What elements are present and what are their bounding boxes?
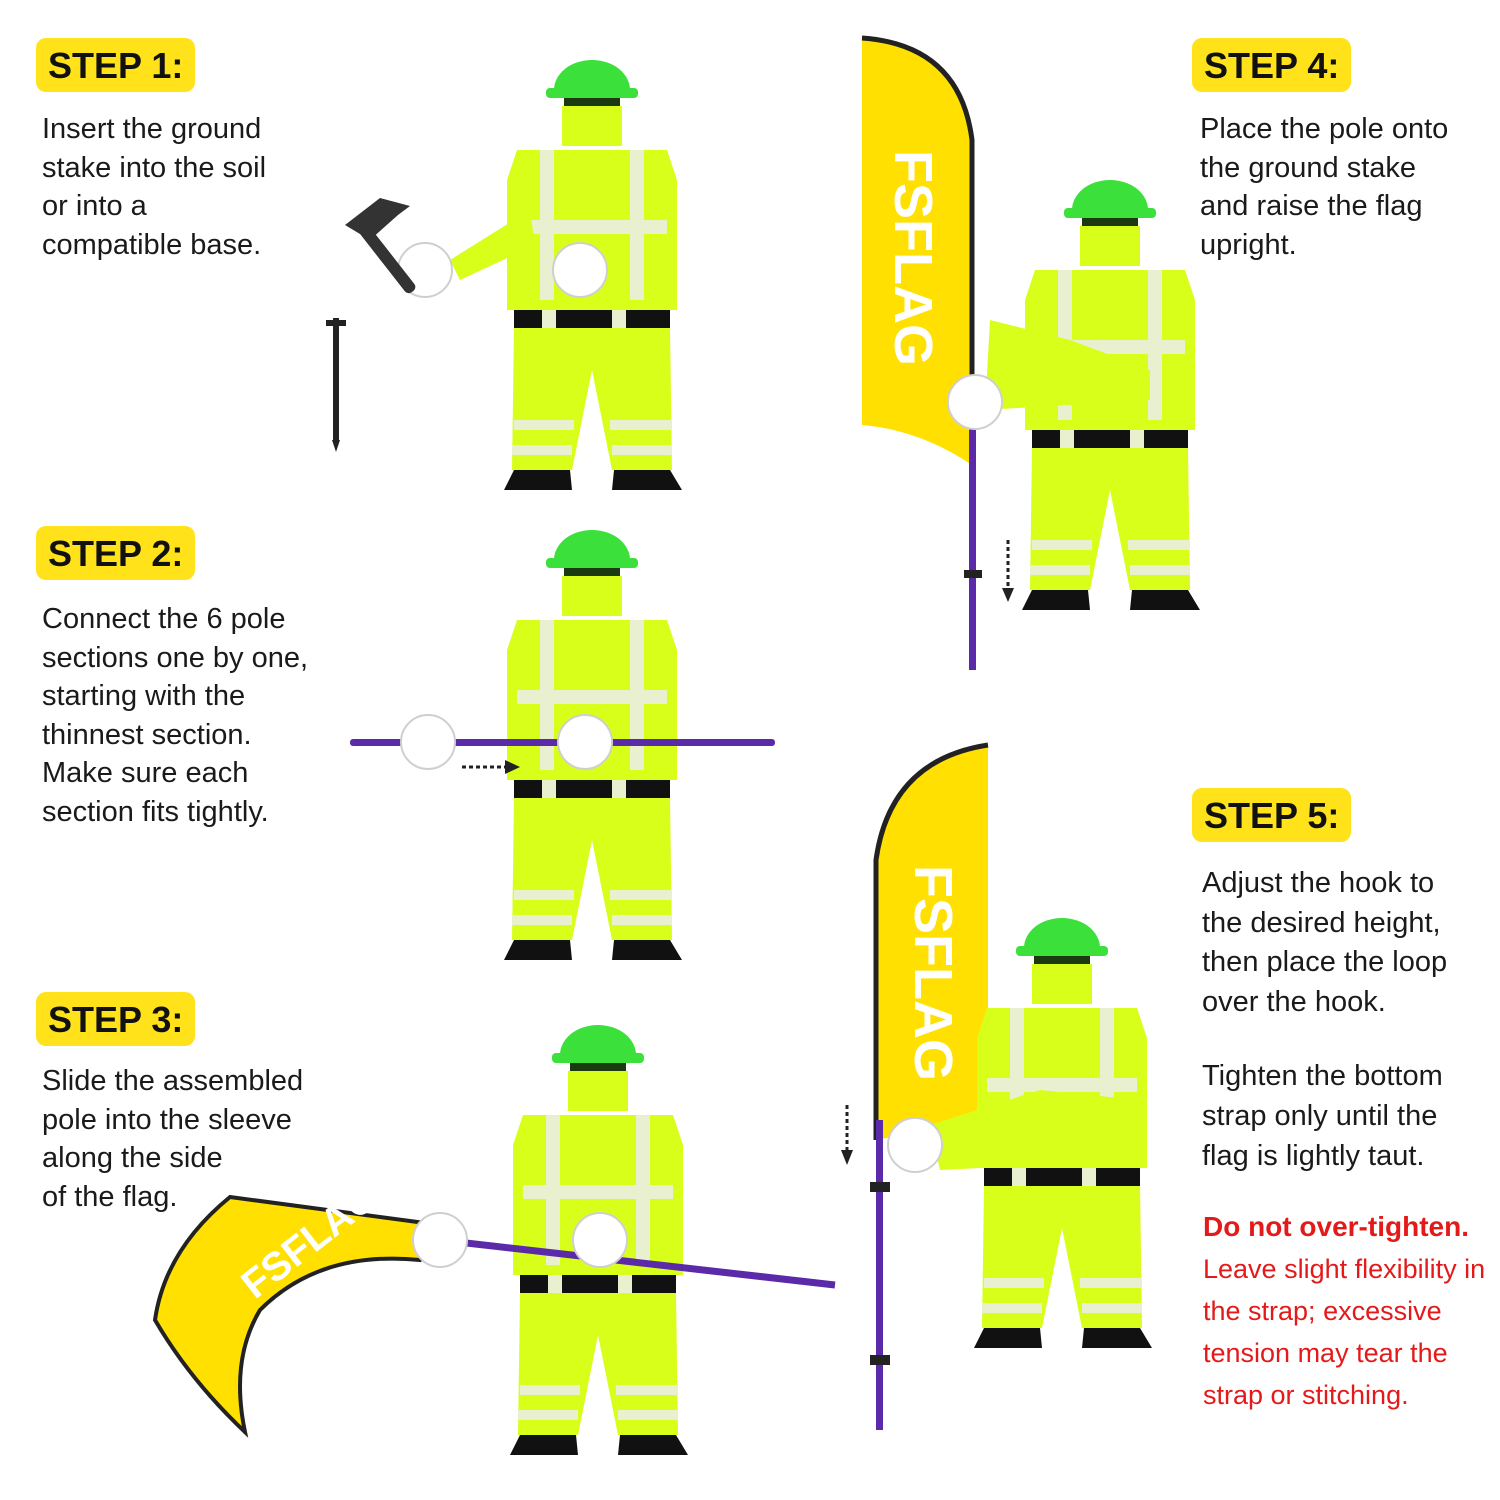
warning-line: Leave slight flexibility in: [1203, 1254, 1486, 1284]
step2-line: Make sure each: [42, 757, 249, 789]
step3-line: along the side: [42, 1142, 223, 1174]
warning-line: strap or stitching.: [1203, 1380, 1409, 1410]
step3-badge: STEP 3:: [36, 992, 196, 1046]
step5-warning: Do not over-tighten. Leave slight flexib…: [1203, 1206, 1485, 1416]
step5-line: flag is lightly taut.: [1202, 1140, 1425, 1172]
step3-line: of the flag.: [42, 1180, 178, 1213]
step5-instructions-tighten: Tighten the bottom strap only until the …: [1202, 1056, 1443, 1176]
step4-instructions: Place the pole onto the ground stake and…: [1200, 110, 1448, 264]
step4-line: the ground stake: [1200, 151, 1417, 184]
step2-line: thinnest section.: [42, 718, 252, 751]
step2-line: Connect the 6 pole: [42, 603, 286, 635]
step1-worker: [397, 60, 682, 490]
step5-flag-logo: FSFLAG: [903, 865, 963, 1081]
step5-badge: STEP 5:: [1192, 788, 1352, 842]
step1-line: or into a: [42, 190, 147, 222]
step3-line: Slide the assembled: [42, 1065, 304, 1097]
step2-badge: STEP 2:: [36, 526, 196, 580]
step2-worker: [350, 530, 775, 960]
step3-line: pole into the sleeve: [42, 1103, 292, 1136]
step4-flag-logo: FSFLAG: [883, 150, 943, 366]
step5-line: over the hook.: [1202, 985, 1386, 1018]
step1-line: compatible base.: [42, 228, 262, 261]
arrow-down-icon: [841, 1150, 853, 1165]
step1-line: Insert the ground: [42, 113, 262, 145]
step1-instructions: Insert the ground stake into the soil or…: [42, 110, 266, 264]
step5-line: the desired height,: [1202, 906, 1441, 939]
step2-instructions: Connect the 6 pole sections one by one, …: [42, 600, 308, 831]
warning-line: tension may tear the: [1203, 1338, 1448, 1368]
step3-worker: FSFLAG: [152, 1025, 836, 1455]
step5-instructions: Adjust the hook to the desired height, t…: [1202, 864, 1447, 1022]
step5-line: then place the loop: [1202, 946, 1448, 978]
warning-title: Do not over-tighten.: [1203, 1211, 1469, 1242]
step5-worker: FSFLAG: [841, 742, 1152, 1430]
step2-line: sections one by one,: [42, 641, 309, 674]
warning-line: the strap; excessive: [1203, 1296, 1442, 1326]
step2-line: section fits tightly.: [42, 795, 269, 828]
step1-badge: STEP 1:: [36, 38, 196, 92]
step4-line: Place the pole onto: [1200, 113, 1449, 145]
step2-line: starting with the: [42, 680, 246, 712]
step4-worker: FSFLAG: [861, 35, 1200, 670]
step4-badge: STEP 4:: [1192, 38, 1352, 92]
step1-line: stake into the soil: [42, 151, 267, 184]
step4-line: and raise the flag: [1200, 190, 1423, 222]
step3-instructions: Slide the assembled pole into the sleeve…: [42, 1062, 303, 1216]
arrow-right-icon: [505, 760, 520, 774]
arrow-down-icon: [1002, 588, 1014, 602]
step5-line: strap only until the: [1202, 1100, 1438, 1132]
step4-line: upright.: [1200, 228, 1297, 261]
step5-line: Adjust the hook to: [1202, 867, 1435, 899]
hammer-icon: [345, 198, 416, 294]
step5-line: Tighten the bottom: [1202, 1060, 1443, 1092]
ground-stake-icon: [326, 318, 346, 452]
